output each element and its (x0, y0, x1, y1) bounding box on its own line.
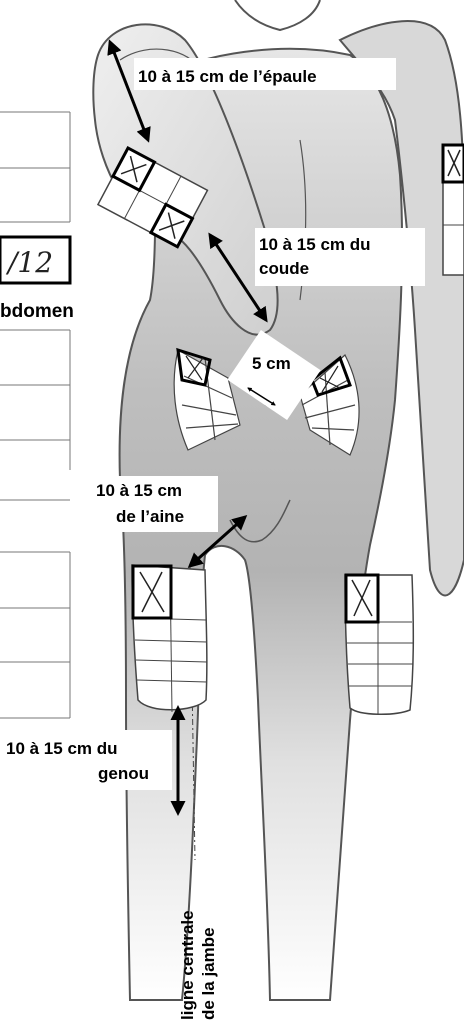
right-arm-injection-grid (443, 145, 464, 275)
thigh-right-injection-grid (345, 575, 413, 714)
handwritten-entry: /12 (5, 246, 53, 279)
abdomen-label: bdomen (0, 301, 74, 322)
elbow-label-line2: coude (259, 259, 309, 278)
shoulder-label: 10 à 15 cm de l’épaule (138, 67, 317, 86)
knee-label-line2: genou (98, 764, 149, 783)
elbow-label-line1: 10 à 15 cm du (259, 235, 371, 254)
navel-label: 5 cm (252, 354, 291, 373)
knee-label-line1: 10 à 15 cm du (6, 739, 118, 758)
leg-centerline-label-line2: de la jambe (199, 927, 218, 1020)
groin-label-line2: de l’aine (116, 507, 184, 526)
thigh-left-injection-grid (132, 565, 207, 712)
form-panel (0, 112, 70, 718)
groin-label-line1: 10 à 15 cm (96, 481, 182, 500)
leg-centerline-label-line1: ligne centrale (178, 910, 197, 1020)
